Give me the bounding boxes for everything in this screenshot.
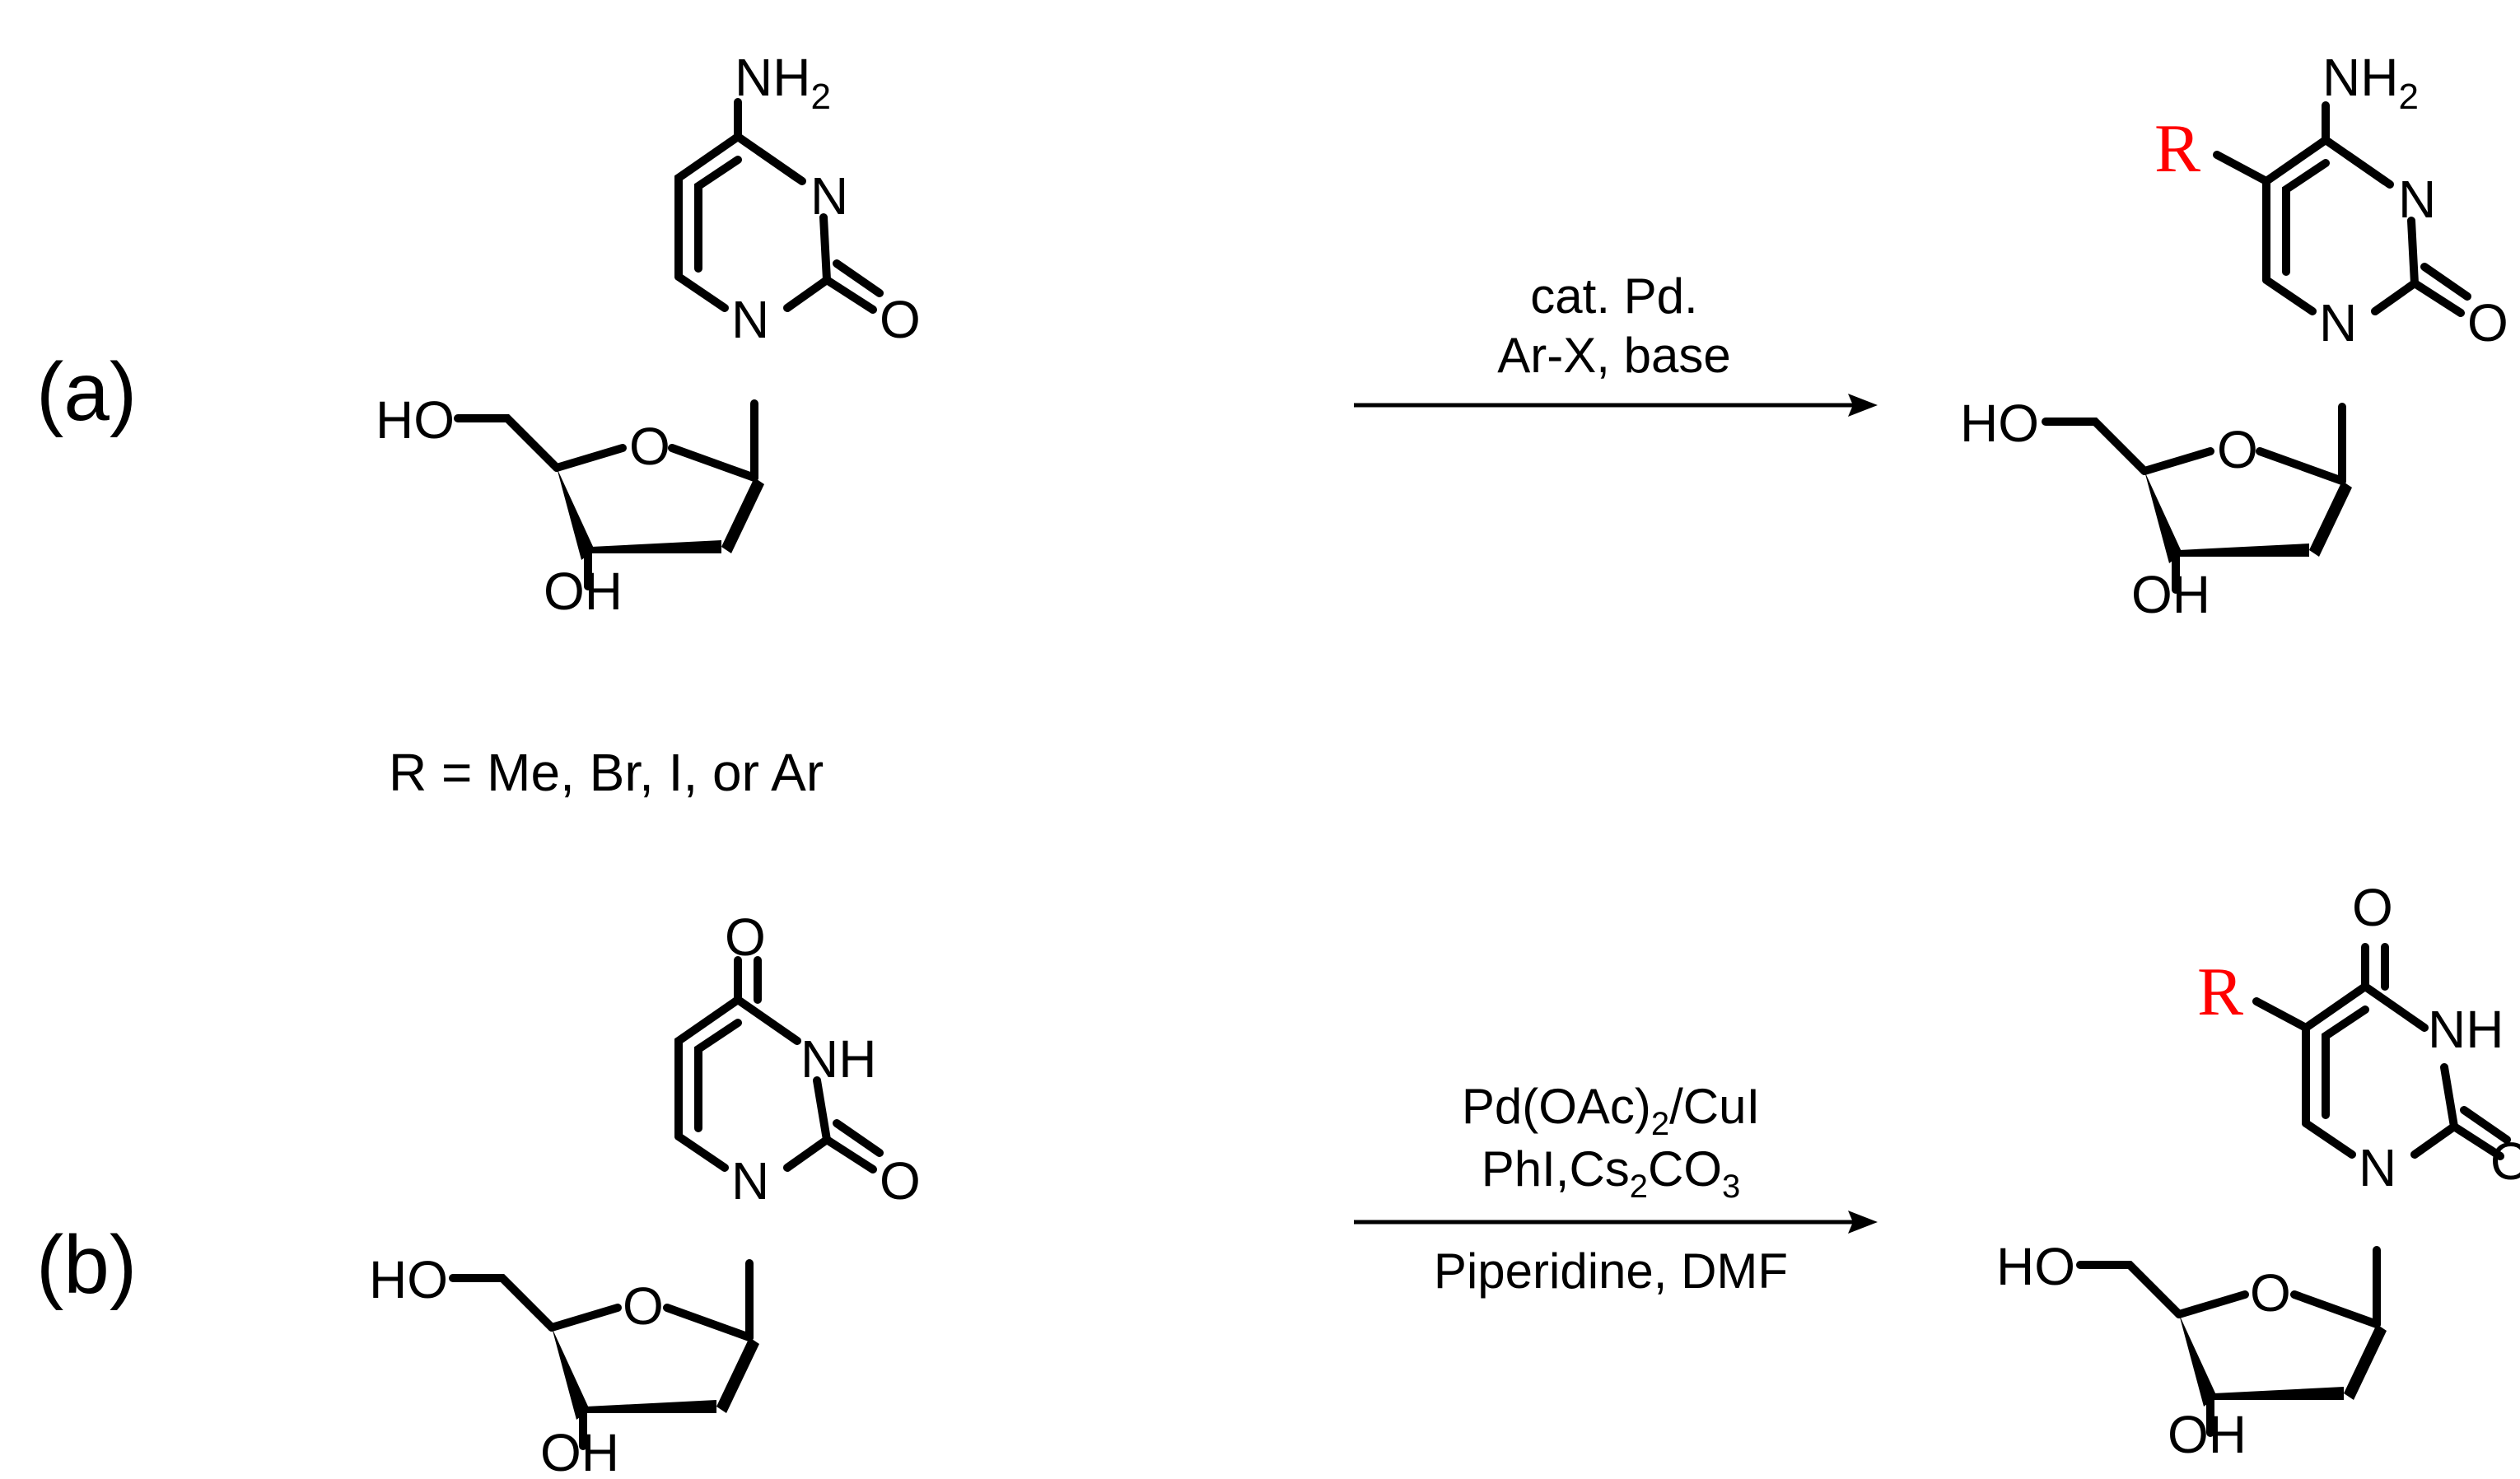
uridine-hydroxymethyl-label: HO [369,1250,448,1309]
c5-substituted-uridine-structure: O NH O N O HO OH R [1996,878,2520,1464]
product-a-ring-oxygen-label: O [2217,420,2258,479]
r-group-definition: R = Me, Br, I, or Ar [389,743,824,802]
uridine-hydroxyl-label: OH [540,1423,619,1479]
uridine-n1-label: N [731,1151,769,1211]
product-b-nh-label: NH [2428,1000,2504,1059]
reaction-b-catalyst: Pd(OAc)2/CuI [1462,1079,1760,1142]
reaction-a-catalyst: cat. Pd. [1530,268,1697,324]
uridine-ring-oxygen-label: O [623,1276,664,1336]
product-b-c2-oxygen-label: O [2490,1131,2520,1191]
reaction-b-reagents: PhI,Cs2CO3 [1482,1141,1741,1205]
part-b-label: (b) [36,1219,137,1311]
part-a-label: (a) [36,346,137,438]
uridine-c2-oxygen-label: O [880,1151,921,1211]
product-b-hydroxymethyl-label: HO [1996,1237,2075,1296]
ring-oxygen-label: O [629,417,670,476]
uridine-nh-label: NH [800,1029,876,1089]
product-a-n1-label: N [2319,293,2357,352]
product-a-nh2-label: NH2 [2322,48,2419,117]
c5-substituted-cytidine-structure: NH2 N O N O HO OH R [1960,48,2508,624]
product-a-n3-label: N [2398,170,2436,229]
reaction-a-reagents: Ar-X, base [1497,328,1730,383]
atom-nh2-label: NH2 [735,48,831,117]
deoxycytidine-structure: NH2 N O N O HO OH [376,48,921,621]
product-a-r-group: R [2154,110,2200,187]
reaction-b-arrowhead [1848,1211,1878,1234]
hydroxymethyl-label: HO [376,390,455,450]
product-b-n1-label: N [2359,1138,2396,1197]
reaction-b-solvent: Piperidine, DMF [1434,1243,1788,1299]
product-b-hydroxyl-label: OH [2168,1405,2247,1464]
hydroxyl-label: OH [544,562,623,621]
atom-n3-label: N [810,166,848,226]
uridine-c4-oxygen-label: O [725,907,766,967]
product-a-hydroxymethyl-label: HO [1960,394,2039,453]
reaction-a-arrowhead [1848,394,1878,417]
product-a-carbonyl-label: O [2467,293,2508,352]
product-b-r-group: R [2197,954,2243,1030]
atom-o-carbonyl-label: O [880,290,921,349]
atom-n1-label: N [731,290,769,349]
product-b-c4-oxygen-label: O [2352,878,2393,937]
product-a-hydroxyl-label: OH [2131,565,2210,624]
product-b-ring-oxygen-label: O [2250,1263,2291,1323]
deoxyuridine-structure: O NH O N O HO OH [369,907,921,1479]
